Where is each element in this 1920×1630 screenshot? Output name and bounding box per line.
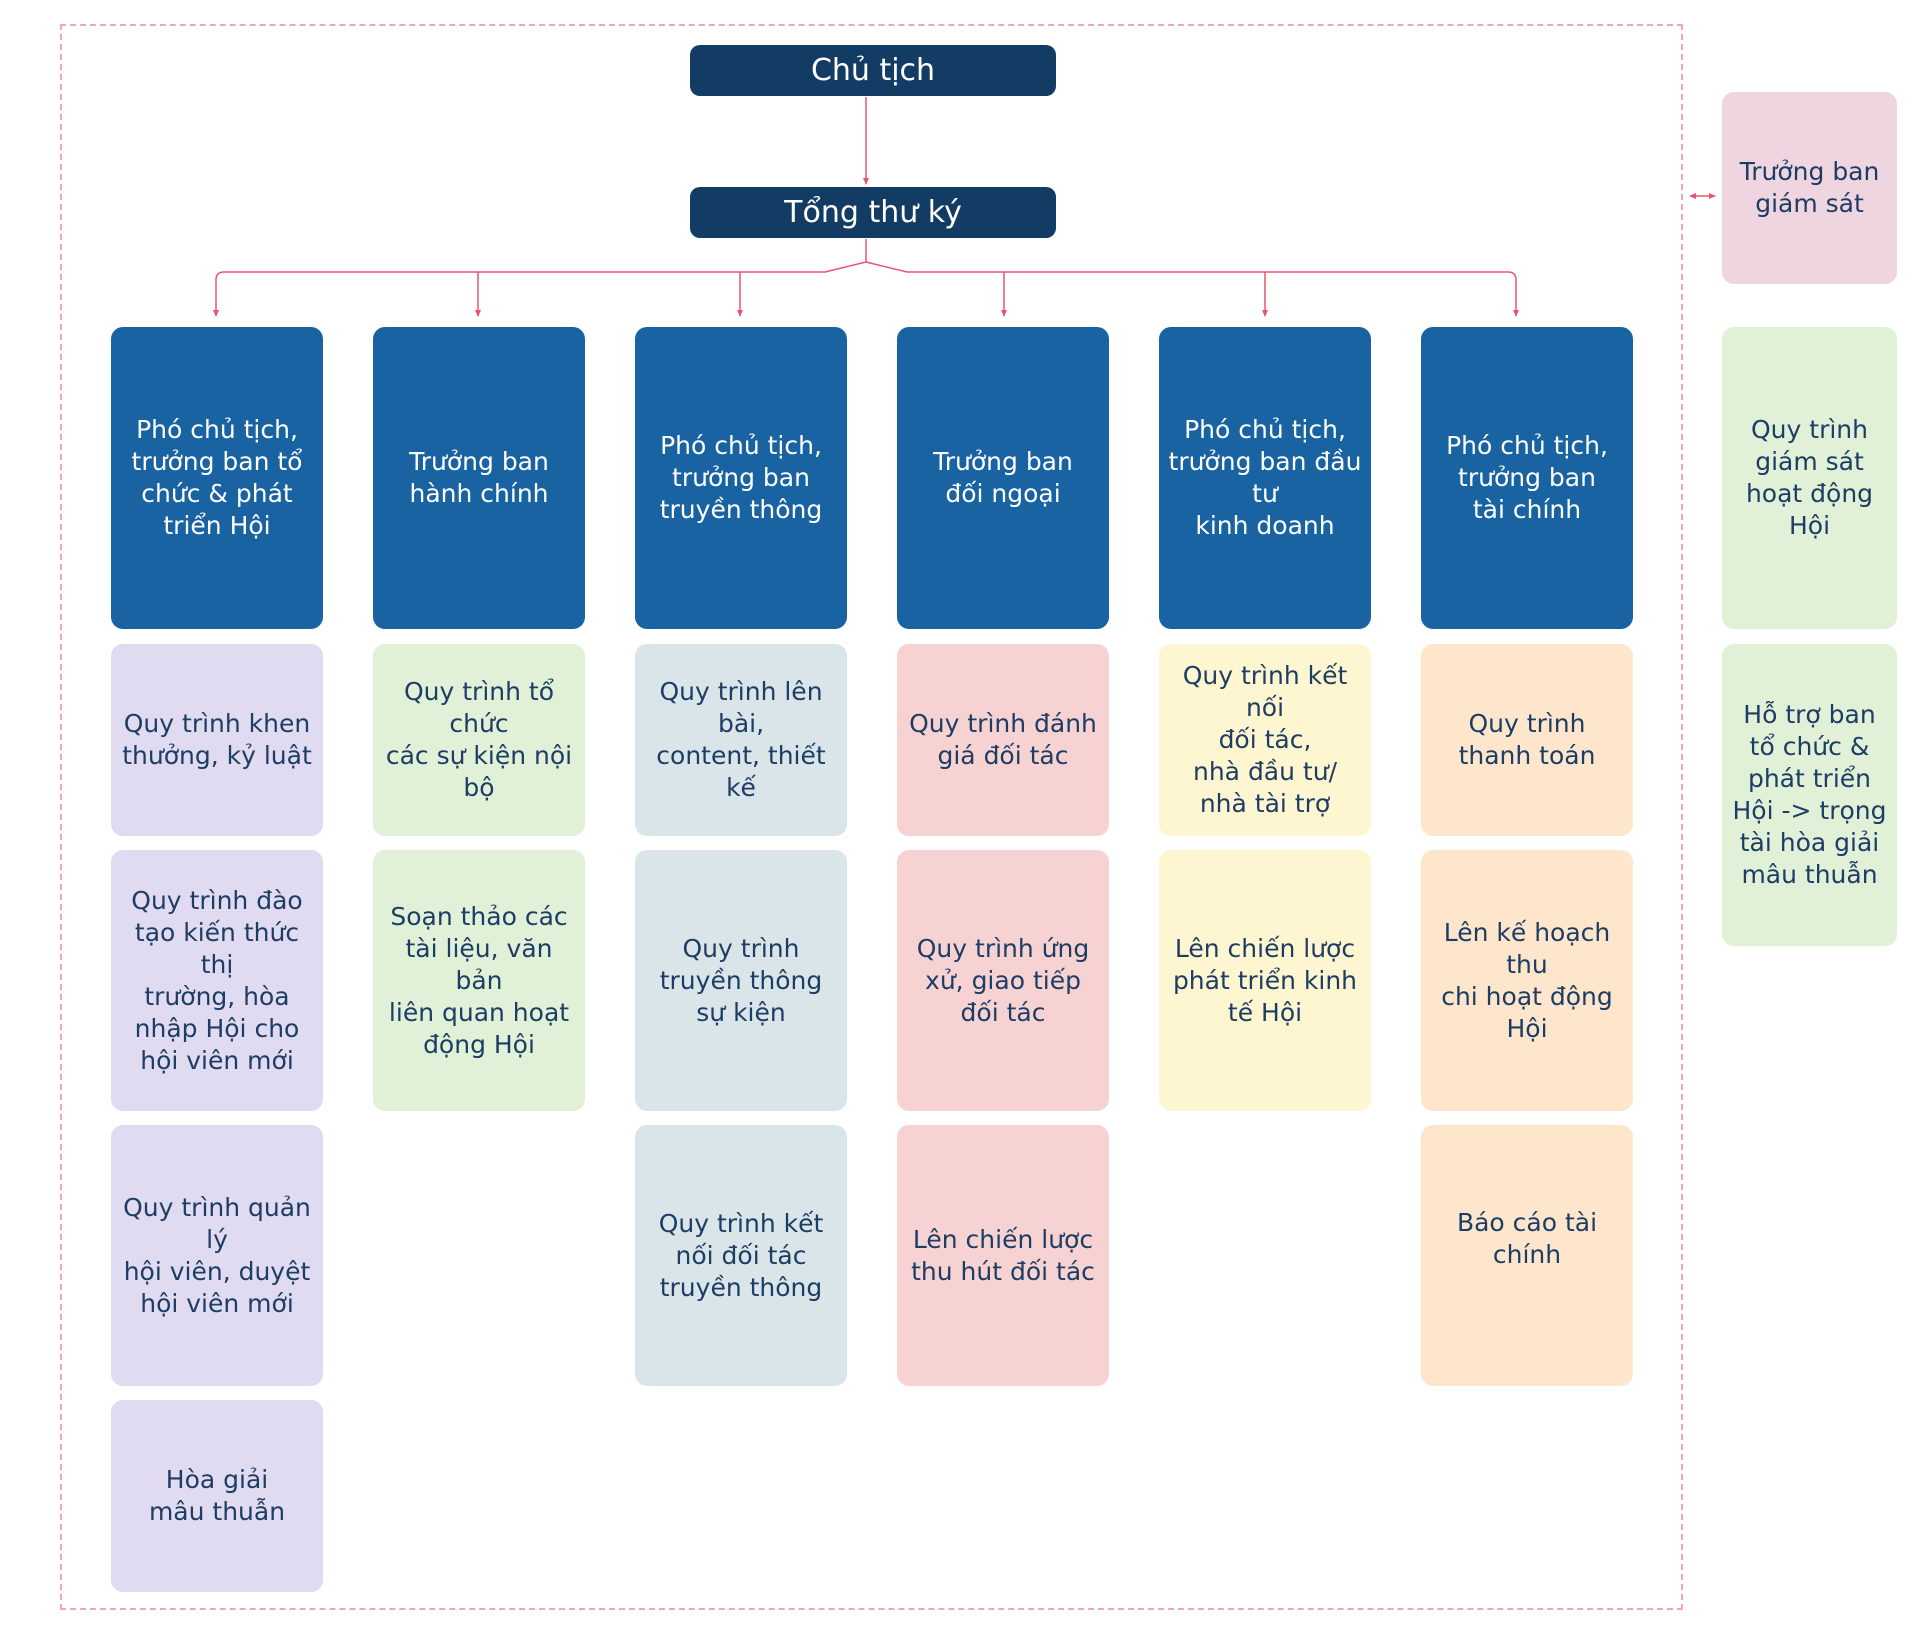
organization-frame <box>60 24 1683 1610</box>
supervision-head-box: Trưởng ban giám sát <box>1722 92 1897 284</box>
connector-branch-left <box>213 261 867 317</box>
task-card: Quy trình đào tạo kiến thức thị trường, … <box>111 850 323 1111</box>
department-head-external-relations: Trưởng ban đối ngoại <box>897 327 1109 629</box>
task-card: Quy trình thanh toán <box>1421 644 1633 836</box>
secretary-general-box: Tổng thư ký <box>690 187 1056 238</box>
task-card: Quy trình lên bài, content, thiết kế <box>635 644 847 836</box>
connector-branch-right <box>865 261 1519 317</box>
task-card: Soạn thảo các tài liệu, văn bản liên qua… <box>373 850 585 1111</box>
task-card: Hòa giải mâu thuẫn <box>111 1400 323 1592</box>
task-card: Lên kế hoạch thu chi hoạt động Hội <box>1421 850 1633 1111</box>
task-card: Lên chiến lược phát triển kinh tế Hội <box>1159 850 1371 1111</box>
task-card: Quy trình khen thưởng, kỷ luật <box>111 644 323 836</box>
task-card: Quy trình tổ chức các sự kiện nội bộ <box>373 644 585 836</box>
supervision-task-card: Hỗ trợ ban tổ chức & phát triển Hội -> t… <box>1722 644 1897 946</box>
task-card: Quy trình kết nối đối tác truyền thông <box>635 1125 847 1386</box>
department-head-investment: Phó chủ tịch, trưởng ban đầu tư kinh doa… <box>1159 327 1371 629</box>
department-head-communication: Phó chủ tịch, trưởng ban truyền thông <box>635 327 847 629</box>
task-card: Quy trình truyền thông sự kiện <box>635 850 847 1111</box>
department-head-finance: Phó chủ tịch, trưởng ban tài chính <box>1421 327 1633 629</box>
supervision-task-card: Quy trình giám sát hoạt động Hội <box>1722 327 1897 629</box>
task-card: Quy trình quản lý hội viên, duyệt hội vi… <box>111 1125 323 1386</box>
task-card: Lên chiến lược thu hút đối tác <box>897 1125 1109 1386</box>
department-head-organization: Phó chủ tịch, trưởng ban tổ chức & phát … <box>111 327 323 629</box>
task-card: Báo cáo tài chính <box>1421 1125 1633 1386</box>
task-card: Quy trình đánh giá đối tác <box>897 644 1109 836</box>
chairman-box: Chủ tịch <box>690 45 1056 96</box>
department-head-administration: Trưởng ban hành chính <box>373 327 585 629</box>
task-card: Quy trình ứng xử, giao tiếp đối tác <box>897 850 1109 1111</box>
task-card: Quy trình kết nối đối tác, nhà đầu tư/ n… <box>1159 644 1371 836</box>
